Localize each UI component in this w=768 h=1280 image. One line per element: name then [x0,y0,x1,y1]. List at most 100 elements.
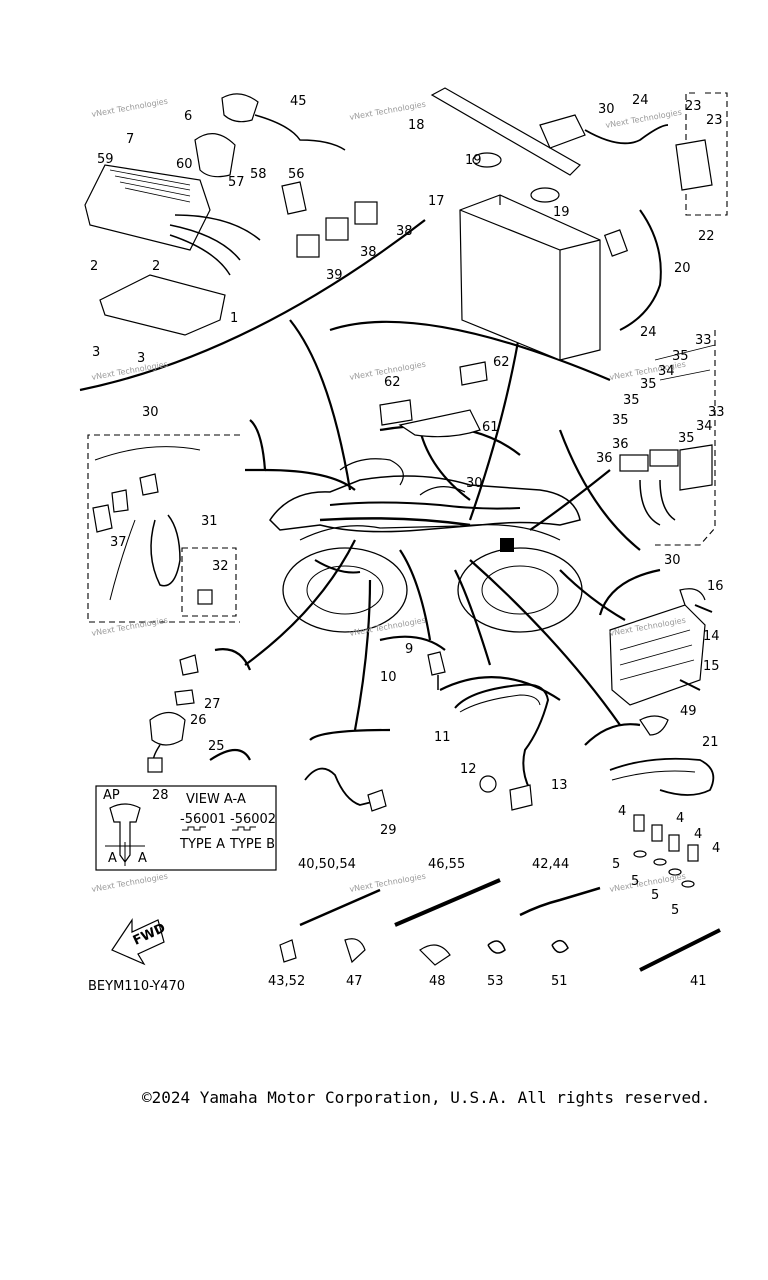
callout-57[interactable]: 57 [228,175,245,190]
callout-30-center[interactable]: 30 [466,476,483,491]
view-title: VIEW A-A [186,792,246,807]
callout-1[interactable]: 1 [230,311,238,326]
callout-26[interactable]: 26 [190,713,207,728]
watermark: vNext Technologies [91,872,169,894]
callout-61[interactable]: 61 [482,420,499,435]
callout-62-b[interactable]: 62 [384,375,401,390]
callout-13[interactable]: 13 [551,778,568,793]
callout-14[interactable]: 14 [703,629,720,644]
callout-53[interactable]: 53 [487,974,504,989]
callout-34-b[interactable]: 34 [696,419,713,434]
callout-32[interactable]: 32 [212,559,229,574]
callout-23-b[interactable]: 23 [706,113,723,128]
callout-35-e[interactable]: 35 [678,431,695,446]
callout-41[interactable]: 41 [690,974,707,989]
callout-35-c[interactable]: 35 [623,393,640,408]
callout-5-a[interactable]: 5 [612,857,620,872]
callout-5-b[interactable]: 5 [631,874,639,889]
callout-27[interactable]: 27 [204,697,221,712]
callout-23-a[interactable]: 23 [685,99,702,114]
callout-35-b[interactable]: 35 [640,377,657,392]
callout-56[interactable]: 56 [288,167,305,182]
callout-3-a[interactable]: 3 [92,345,100,360]
view-a-a-inset: AP 28 VIEW A-A -56001 -56002 TYPE A TYPE… [95,785,277,871]
callout-19-b[interactable]: 19 [553,205,570,220]
callout-35-a[interactable]: 35 [672,349,689,364]
callout-2-a[interactable]: 2 [90,259,98,274]
callout-24-bottom[interactable]: 24 [640,325,657,340]
callout-7[interactable]: 7 [126,132,134,147]
view-code-a: -56001 [180,812,226,827]
callout-36-a[interactable]: 36 [612,437,629,452]
callout-16[interactable]: 16 [707,579,724,594]
view-section-left: A [108,851,117,866]
copyright-notice: ©2024 Yamaha Motor Corporation, U.S.A. A… [142,1088,711,1107]
callout-60[interactable]: 60 [176,157,193,172]
callout-58[interactable]: 58 [250,167,267,182]
callout-11[interactable]: 11 [434,730,451,745]
view-section-right: A [138,851,147,866]
watermark: vNext Technologies [605,108,683,130]
callout-43-52[interactable]: 43,52 [268,974,305,989]
callout-47[interactable]: 47 [346,974,363,989]
watermark: vNext Technologies [91,616,169,638]
diagram-code: BEYM110-Y470 [88,979,185,994]
callout-10[interactable]: 10 [380,670,397,685]
callout-40-50-54[interactable]: 40,50,54 [298,857,356,872]
callout-30-right[interactable]: 30 [664,553,681,568]
callout-4-b[interactable]: 4 [676,811,684,826]
callout-20[interactable]: 20 [674,261,691,276]
callout-2-b[interactable]: 2 [152,259,160,274]
callout-18[interactable]: 18 [408,118,425,133]
callout-25[interactable]: 25 [208,739,225,754]
view-type-b: TYPE B [229,837,275,852]
callout-46-55[interactable]: 46,55 [428,857,465,872]
callout-12[interactable]: 12 [460,762,477,777]
part-drawings: FWD [84,87,721,972]
callout-38-b[interactable]: 38 [360,245,377,260]
callout-21[interactable]: 21 [702,735,719,750]
callout-6[interactable]: 6 [184,109,192,124]
callout-33-a[interactable]: 33 [695,333,712,348]
callout-29[interactable]: 29 [380,823,397,838]
view-type-a: TYPE A [179,837,225,852]
parts-diagram: FWD AP 28 VIEW A-A -56001 -56002 TYPE A … [79,87,728,994]
callout-5-d[interactable]: 5 [671,903,679,918]
dashed-boxes [87,92,728,623]
callout-62-a[interactable]: 62 [493,355,510,370]
callout-33-b[interactable]: 33 [708,405,725,420]
view-code-b: -56002 [230,812,276,827]
callout-15[interactable]: 15 [703,659,720,674]
callout-38-a[interactable]: 38 [396,224,413,239]
callout-22[interactable]: 22 [698,229,715,244]
callout-9[interactable]: 9 [405,642,413,657]
callout-31[interactable]: 31 [201,514,218,529]
callout-19-a[interactable]: 19 [465,153,482,168]
boundary-lines [79,219,661,761]
callout-59[interactable]: 59 [97,152,114,167]
callout-17[interactable]: 17 [428,194,445,209]
callout-30-left[interactable]: 30 [142,405,159,420]
callout-34-a[interactable]: 34 [658,364,675,379]
callouts: 45 6 7 59 60 57 58 56 38 38 39 2 2 1 3 3… [88,93,725,994]
callout-5-c[interactable]: 5 [651,888,659,903]
callout-4-a[interactable]: 4 [618,804,626,819]
callout-37[interactable]: 37 [110,535,127,550]
callout-24-top[interactable]: 24 [632,93,649,108]
callout-51[interactable]: 51 [551,974,568,989]
callout-42-44[interactable]: 42,44 [532,857,569,872]
callout-45[interactable]: 45 [290,94,307,109]
callout-3-b[interactable]: 3 [137,351,145,366]
callout-49[interactable]: 49 [680,704,697,719]
watermark: vNext Technologies [349,616,427,638]
atv-vehicle [269,458,583,633]
callout-48[interactable]: 48 [429,974,446,989]
callout-39[interactable]: 39 [326,268,343,283]
watermark: vNext Technologies [91,97,169,119]
callout-4-c[interactable]: 4 [694,827,702,842]
callout-30-top[interactable]: 30 [598,102,615,117]
callout-35-d[interactable]: 35 [612,413,629,428]
callout-4-d[interactable]: 4 [712,841,720,856]
watermark: vNext Technologies [609,872,687,894]
callout-36-b[interactable]: 36 [596,451,613,466]
